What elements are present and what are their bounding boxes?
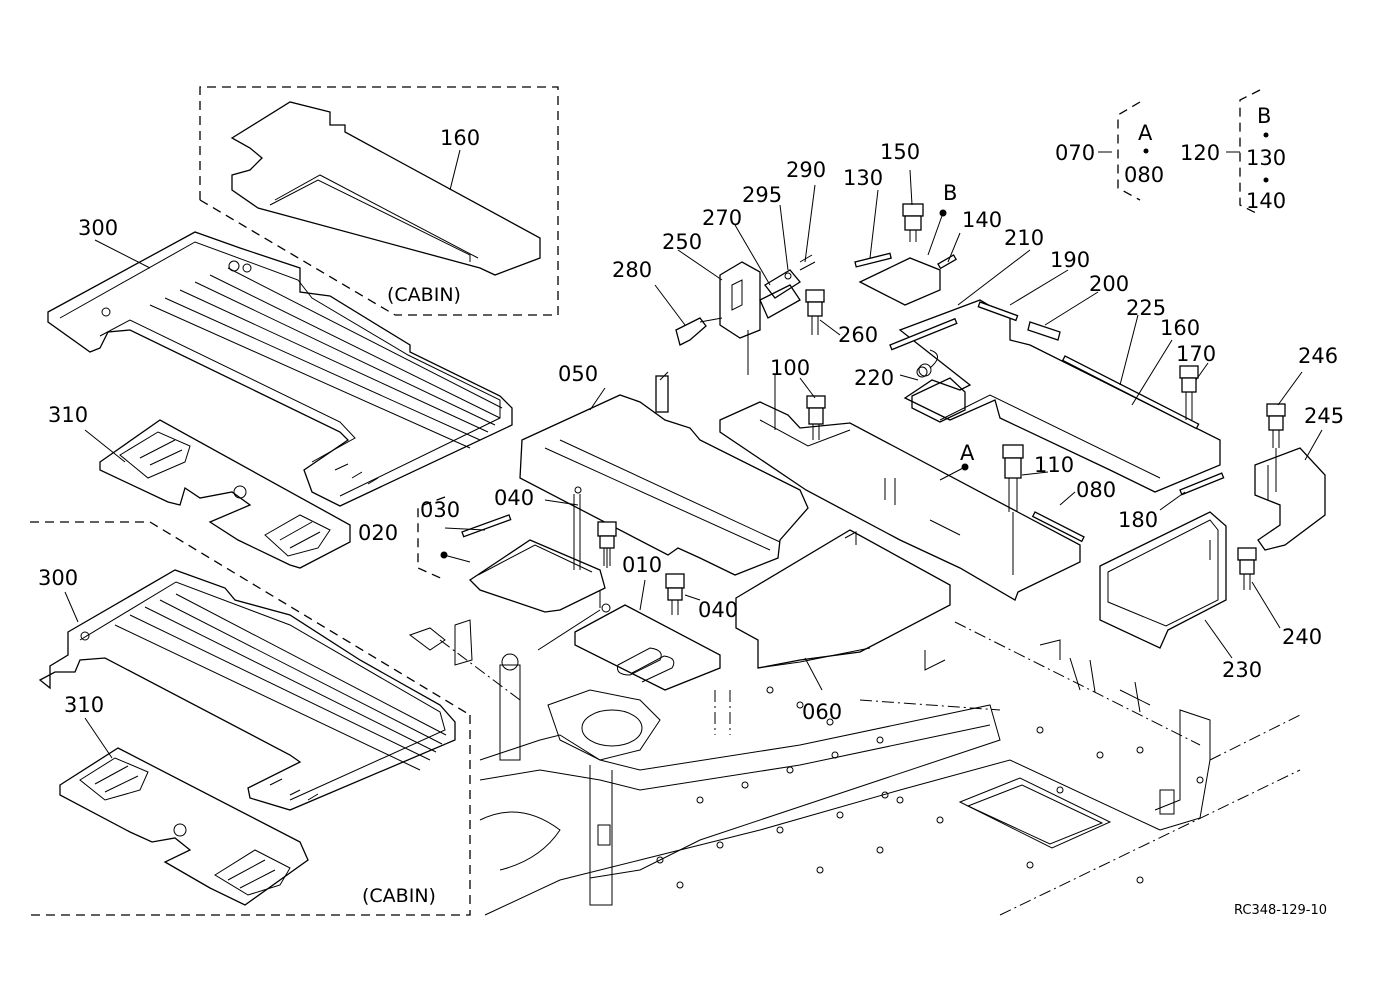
bolt-040-upper [597,521,617,568]
callout-246: 246 [1298,344,1338,368]
plate-010 [574,603,721,691]
marker-a: A [960,441,975,465]
callout-170: 170 [1176,342,1216,366]
callout-150: 150 [880,140,920,164]
callout-270: 270 [702,206,742,230]
bolt-040-lower [665,573,685,615]
legend-child-080: 080 [1124,163,1164,187]
callout-290: 290 [786,158,826,182]
callout-130: 130 [843,166,883,190]
bracket-120 [854,209,957,306]
callout-190: 190 [1050,248,1090,272]
legend-marker-b: B [1257,104,1271,128]
floor-mat-bottom [38,569,456,811]
plate-160-main [898,299,1221,493]
callout-295: 295 [742,183,782,207]
callout-040-lower: 040 [698,598,738,622]
mat-ribs-top [149,267,503,449]
callout-250: 250 [662,230,702,254]
callout-labels: 010 020 030 040 040 050 060 080 100 110 … [38,126,1344,724]
legend-child-130: 130 [1246,146,1286,170]
cabin-label-top: (CABIN) [387,284,461,306]
callout-030: 030 [420,498,460,522]
bracket-220 [911,366,966,423]
floor-plate-050 [519,371,809,576]
box-230 [1099,511,1227,649]
plate-060 [735,529,951,669]
heel-pad-bottom [59,747,309,906]
latch-assembly [675,254,816,430]
small-plate-030 [468,486,606,613]
legend-parent-070: 070 [1055,141,1095,165]
chassis-holes [656,686,1204,889]
callout-110: 110 [1034,453,1074,477]
callout-310-top: 310 [48,403,88,427]
callout-260: 260 [838,323,878,347]
callout-280: 280 [612,258,652,282]
callout-230: 230 [1222,658,1262,682]
floor-plate-cabin [230,101,541,276]
strip-group-020 [417,496,512,581]
leader-lines [64,149,1323,759]
floor-mat-top [47,231,513,507]
bolt-100 [806,395,826,440]
callout-225: 225 [1126,296,1166,320]
callout-300-top: 300 [78,216,118,240]
legend-parent-120: 120 [1180,141,1220,165]
callout-050: 050 [558,362,598,386]
mat-ribs-bottom [114,593,447,771]
callout-060: 060 [802,700,842,724]
cover-245 [1254,447,1326,551]
callout-160-cabin: 160 [440,126,480,150]
callout-240: 240 [1282,625,1322,649]
callout-220: 220 [854,366,894,390]
strip-190-210 [889,301,1061,351]
callout-080: 080 [1076,478,1116,502]
callout-040-upper: 040 [494,486,534,510]
reference-code: RC348-129-10 [1234,903,1327,918]
bolt-110 [1002,444,1024,575]
marker-b: B [943,181,957,205]
strip-180 [1179,472,1225,496]
callout-245: 245 [1304,404,1344,428]
callout-020: 020 [358,521,398,545]
bolt-260 [805,289,825,335]
heel-pad-top [99,419,351,569]
callout-310-bottom: 310 [64,693,104,717]
callout-200: 200 [1089,272,1129,296]
callout-300-bottom: 300 [38,566,78,590]
cabin-option-box-top [199,86,559,316]
callout-010: 010 [622,553,662,577]
bolt-170 [1179,365,1199,420]
bolt-240 [1237,547,1257,590]
cabin-label-bottom: (CABIN) [362,885,436,907]
group-legend [1098,89,1269,216]
legend-child-140: 140 [1246,189,1286,213]
callout-160: 160 [1160,316,1200,340]
bolt-246 [1266,403,1286,492]
callout-140: 140 [962,208,1002,232]
rail-070 [719,401,1085,601]
callout-100: 100 [770,356,810,380]
callout-180: 180 [1118,508,1158,532]
bolt-150 [902,203,924,242]
cabin-option-box-bottom [30,521,471,916]
legend-marker-a: A [1138,121,1153,145]
chassis-frame [408,590,1301,916]
callout-210: 210 [1004,226,1044,250]
